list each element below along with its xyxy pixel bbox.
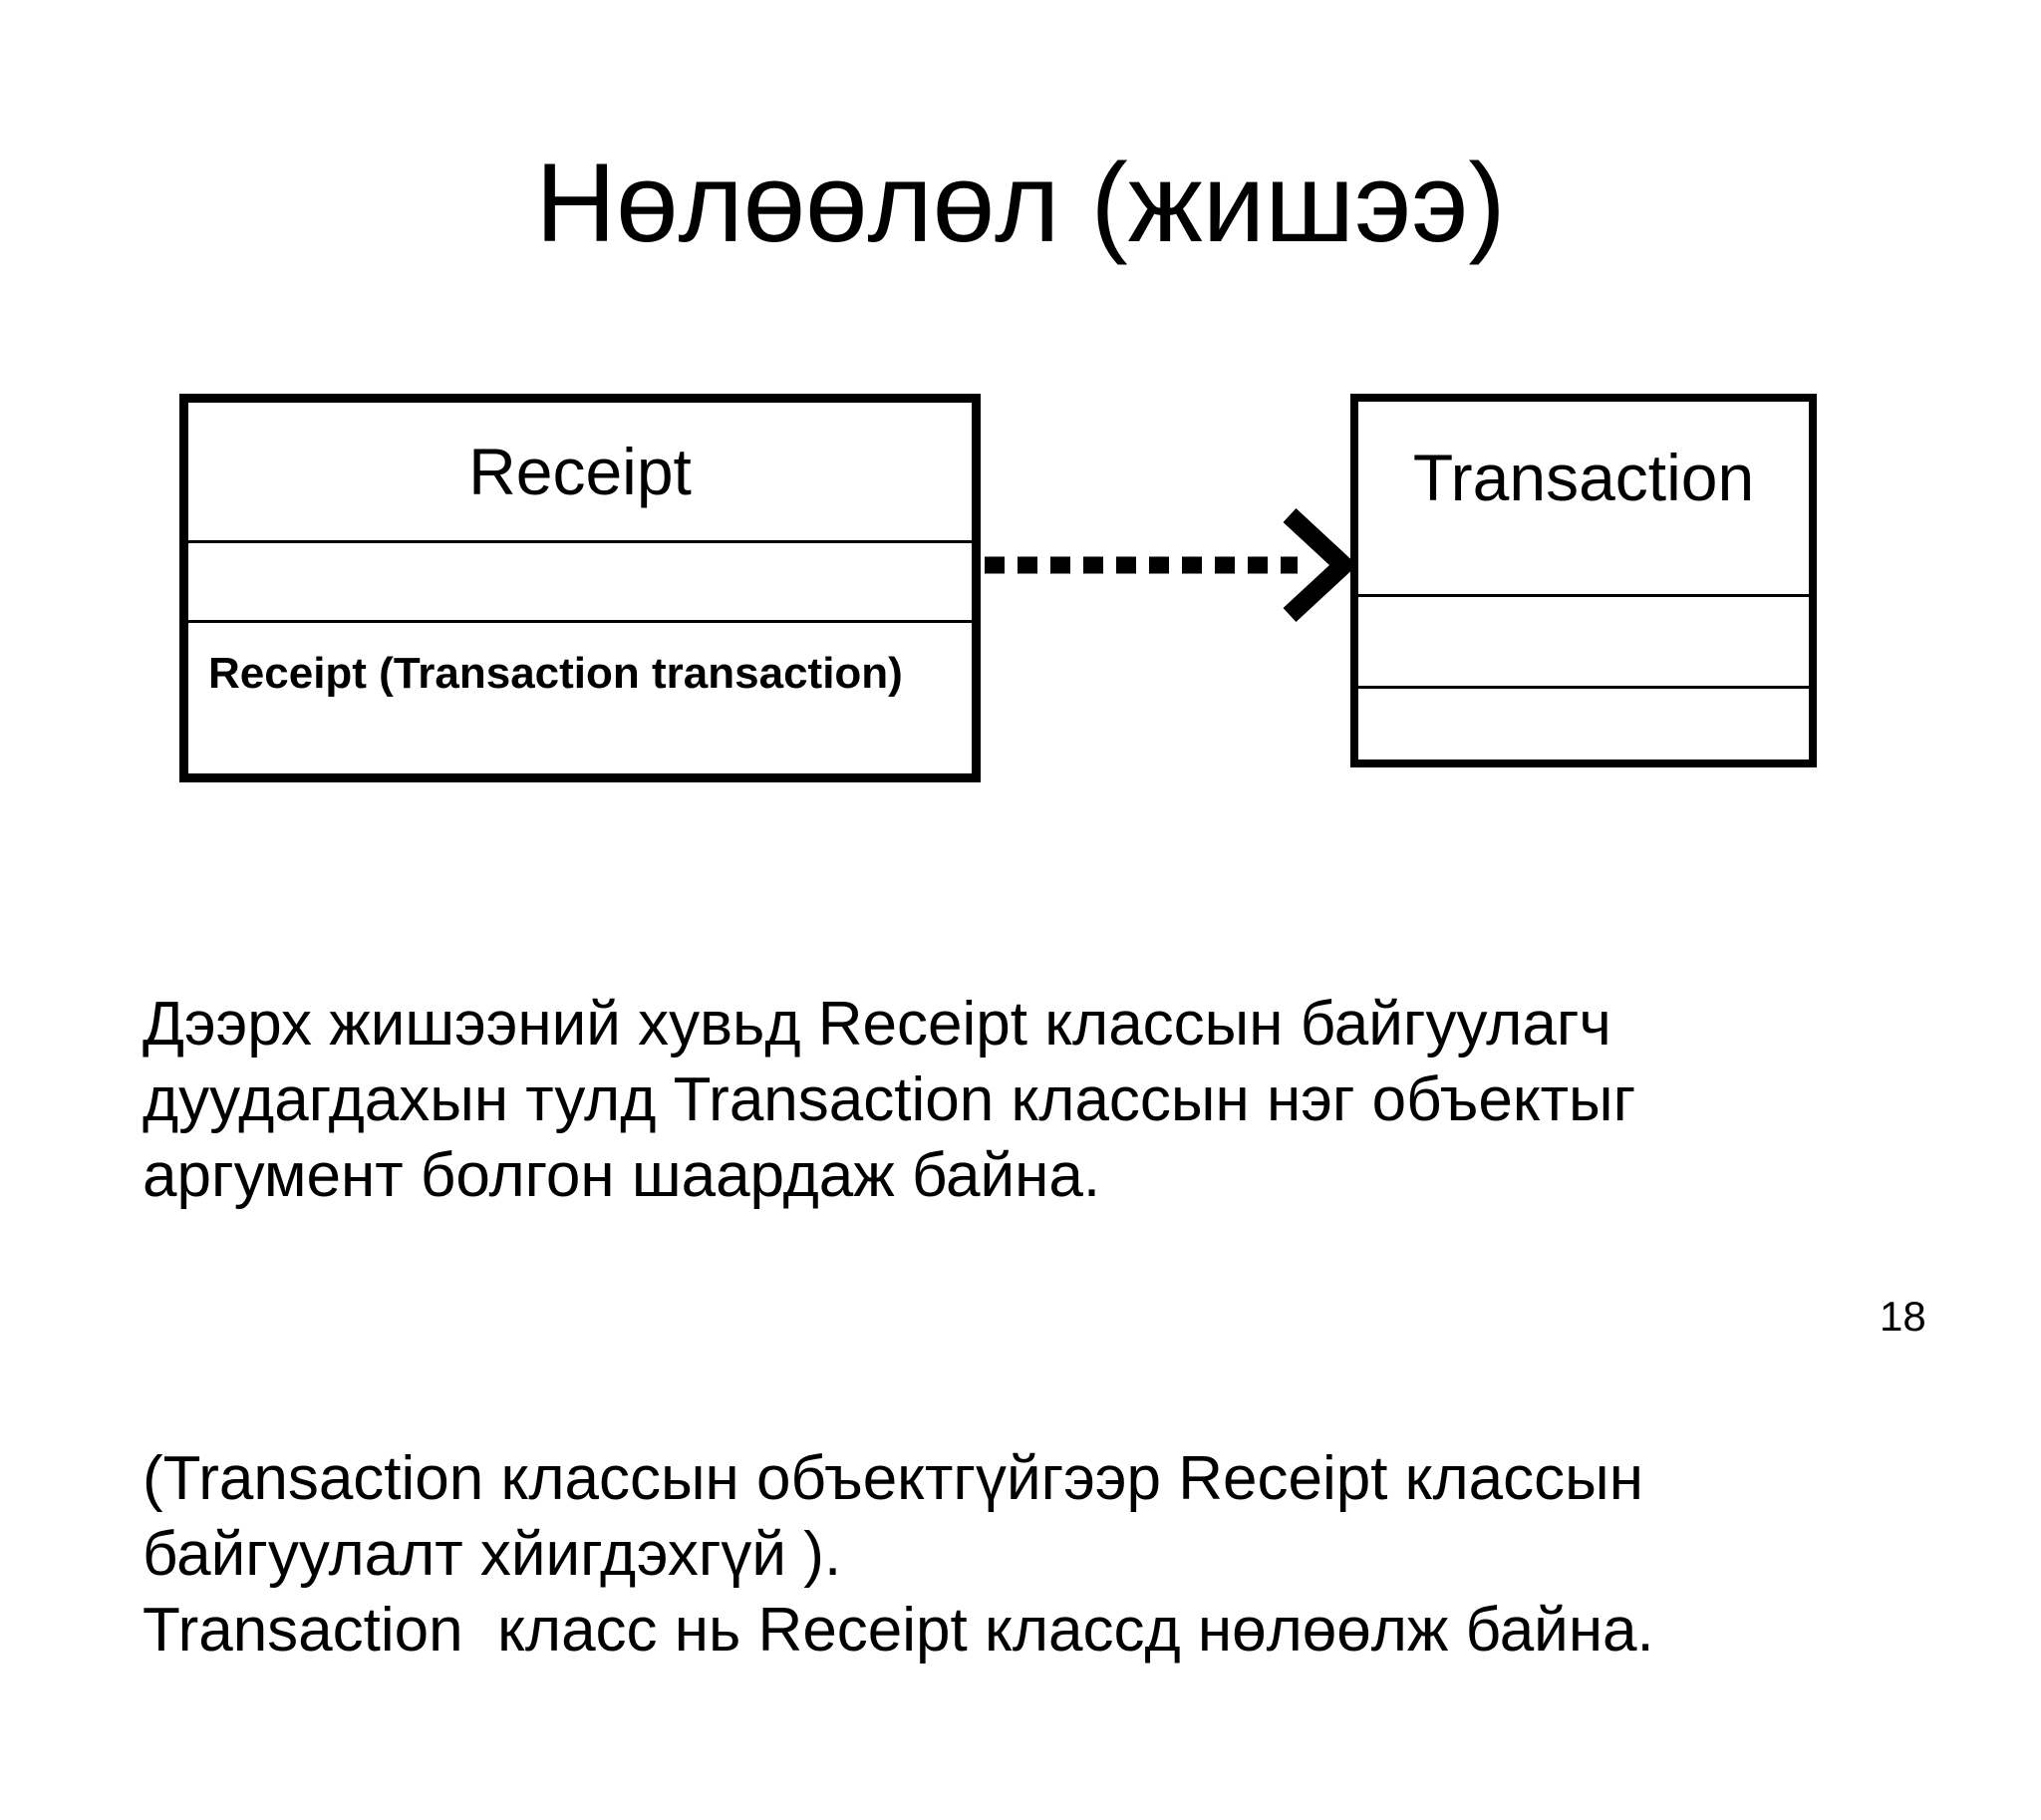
uml-class-receipt: Receipt Receipt (Transaction transaction… [179, 394, 981, 782]
transaction-methods-compartment [1358, 686, 1809, 759]
dependency-arrow-icon [985, 508, 1357, 622]
body-paragraph-2: (Transaction классын объектгүйгээр Recei… [143, 1444, 1654, 1665]
body-text: Дээрх жишээний хувьд Receipt классын бай… [143, 835, 1936, 1820]
slide: Нөлөөлөл (жишээ) Receipt Receipt (Transa… [143, 141, 1926, 1665]
transaction-class-name: Transaction [1412, 441, 1755, 514]
uml-class-transaction: Transaction [1350, 394, 1817, 767]
page-number: 18 [1880, 1293, 1926, 1340]
body-paragraph-1: Дээрх жишээний хувьд Receipt классын бай… [143, 990, 1636, 1210]
receipt-attributes-compartment [188, 540, 972, 620]
transaction-attributes-compartment [1358, 594, 1809, 686]
receipt-class-name: Receipt [468, 434, 692, 508]
receipt-methods-compartment: Receipt (Transaction transaction) [188, 620, 972, 773]
page-title: Нөлөөлөл (жишээ) [535, 141, 1506, 265]
